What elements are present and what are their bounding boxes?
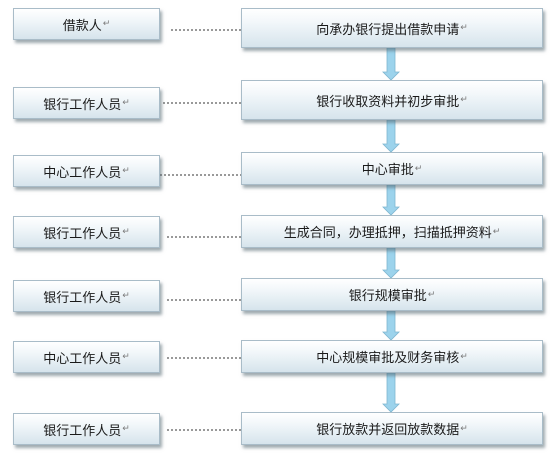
role-box-bank-staff: 银行工作人员↵ [13, 87, 160, 119]
step-box-bank-scale-review: 银行规模审批↵ [241, 278, 543, 311]
down-arrow [382, 47, 400, 81]
down-arrow [382, 184, 400, 216]
return-mark: ↵ [460, 95, 468, 105]
return-mark: ↵ [492, 226, 501, 237]
step-box-apply: 向承办银行提出借款申请↵ [241, 8, 543, 48]
role-box-bank-staff: 银行工作人员↵ [13, 280, 160, 312]
down-arrow [382, 310, 400, 341]
return-mark: ↵ [122, 166, 130, 176]
step-label: 银行规模审批 [348, 289, 427, 304]
role-label: 银行工作人员 [43, 97, 122, 113]
step-label: 向承办银行提出借款申请 [316, 22, 460, 38]
role-box-center-staff: 中心工作人员↵ [13, 155, 160, 187]
role-box-bank-staff: 银行工作人员↵ [13, 413, 160, 445]
down-arrow [382, 119, 400, 153]
role-label: 中心工作人员 [43, 351, 122, 367]
role-box-borrower: 借款人↵ [13, 8, 160, 40]
return-mark: ↵ [460, 423, 468, 434]
return-mark: ↵ [122, 98, 130, 108]
return-mark: ↵ [460, 23, 468, 33]
step-box-loan-release: 银行放款并返回放款数据↵ [241, 412, 543, 445]
step-label: 银行收取资料并初步审批 [316, 94, 460, 110]
role-label: 借款人 [62, 18, 102, 34]
step-label: 中心规模审批及财务审核 [316, 351, 460, 366]
return-mark: ↵ [122, 291, 130, 301]
step-box-contract-mortgage: 生成合同，办理抵押，扫描抵押资料↵ [241, 215, 543, 248]
step-box-center-review: 中心审批↵ [241, 152, 543, 185]
role-label: 银行工作人员 [43, 226, 122, 242]
step-box-initial-review: 银行收取资料并初步审批↵ [241, 80, 543, 120]
step-label: 生成合同，办理抵押，扫描抵押资料 [283, 226, 492, 241]
return-mark: ↵ [427, 289, 436, 300]
return-mark: ↵ [122, 227, 130, 237]
role-box-bank-staff: 银行工作人员↵ [13, 216, 160, 248]
step-box-center-scale-finance: 中心规模审批及财务审核↵ [241, 340, 543, 373]
role-label: 银行工作人员 [43, 423, 122, 439]
return-mark: ↵ [122, 352, 130, 362]
step-label: 银行放款并返回放款数据 [316, 423, 460, 438]
role-label: 中心工作人员 [43, 165, 122, 181]
role-box-center-staff: 中心工作人员↵ [13, 341, 160, 373]
return-mark: ↵ [102, 19, 111, 29]
down-arrow [382, 372, 400, 413]
return-mark: ↵ [414, 163, 423, 174]
flow-arrows [382, 47, 400, 413]
step-label: 中心审批 [361, 163, 414, 178]
down-arrow [382, 247, 400, 279]
return-mark: ↵ [460, 351, 468, 362]
dashed-connectors [160, 29, 241, 431]
return-mark: ↵ [122, 424, 130, 434]
role-label: 银行工作人员 [43, 290, 122, 306]
